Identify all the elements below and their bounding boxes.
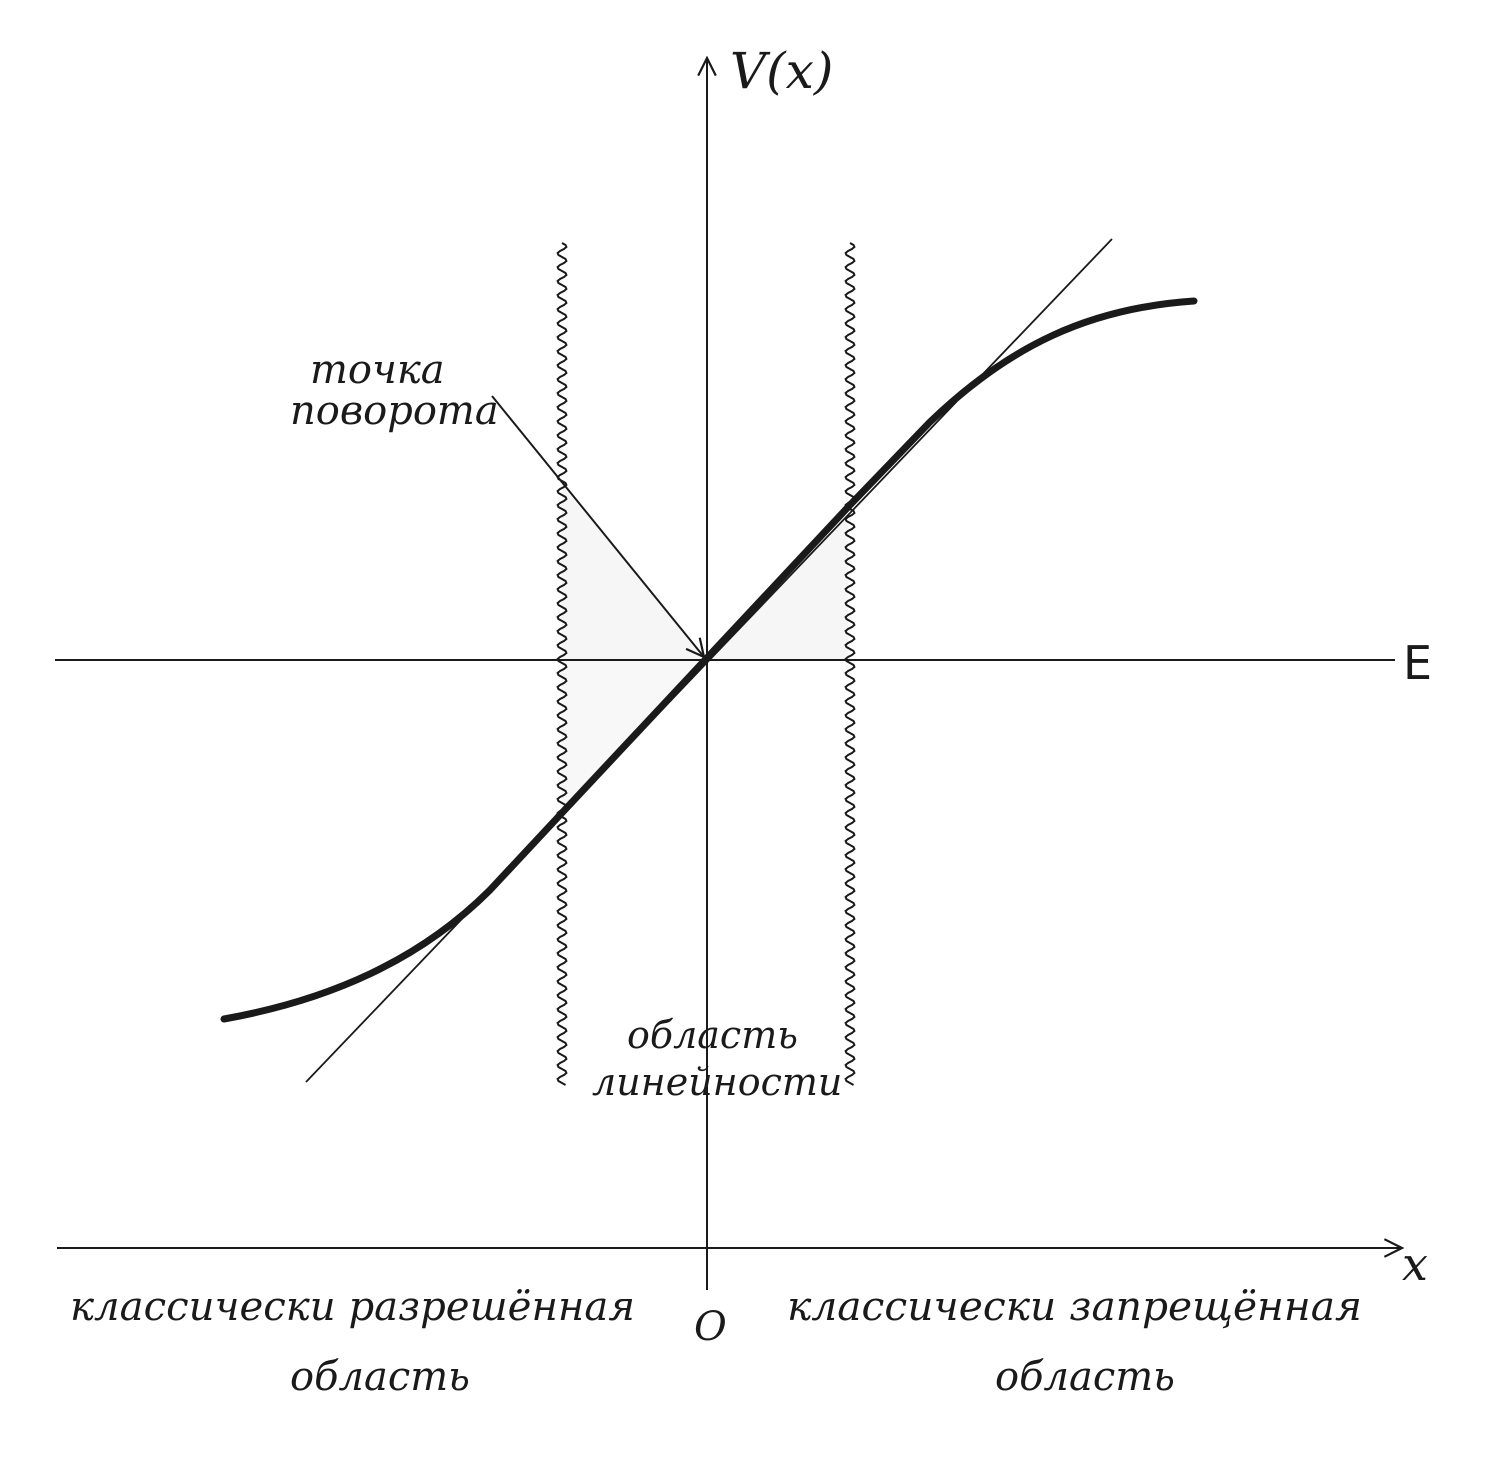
turning-point-label-line1: точка [310, 347, 445, 393]
linear-region-right-boundary [844, 242, 856, 1086]
y-axis-label: V(x) [730, 42, 833, 100]
allowed-region-label-line1: классически разрешённая [70, 1284, 635, 1330]
forbidden-region-label-line2: область [995, 1354, 1175, 1400]
linear-region-label-line1: область [627, 1013, 798, 1057]
turning-point-label-line2: поворота [290, 388, 499, 434]
potential-curve [220, 297, 1198, 1023]
x-axis-label: x [1402, 1237, 1428, 1291]
linear-region-left-boundary [556, 242, 568, 1086]
linear-region-label-line2: линейности [592, 1060, 842, 1104]
forbidden-region-label-line1: классически запрещённая [787, 1284, 1362, 1330]
allowed-region-label-line2: область [290, 1354, 470, 1400]
origin-label: O [694, 1304, 727, 1350]
energy-label: E [1403, 636, 1432, 690]
turning-point-arrow [491, 395, 704, 657]
